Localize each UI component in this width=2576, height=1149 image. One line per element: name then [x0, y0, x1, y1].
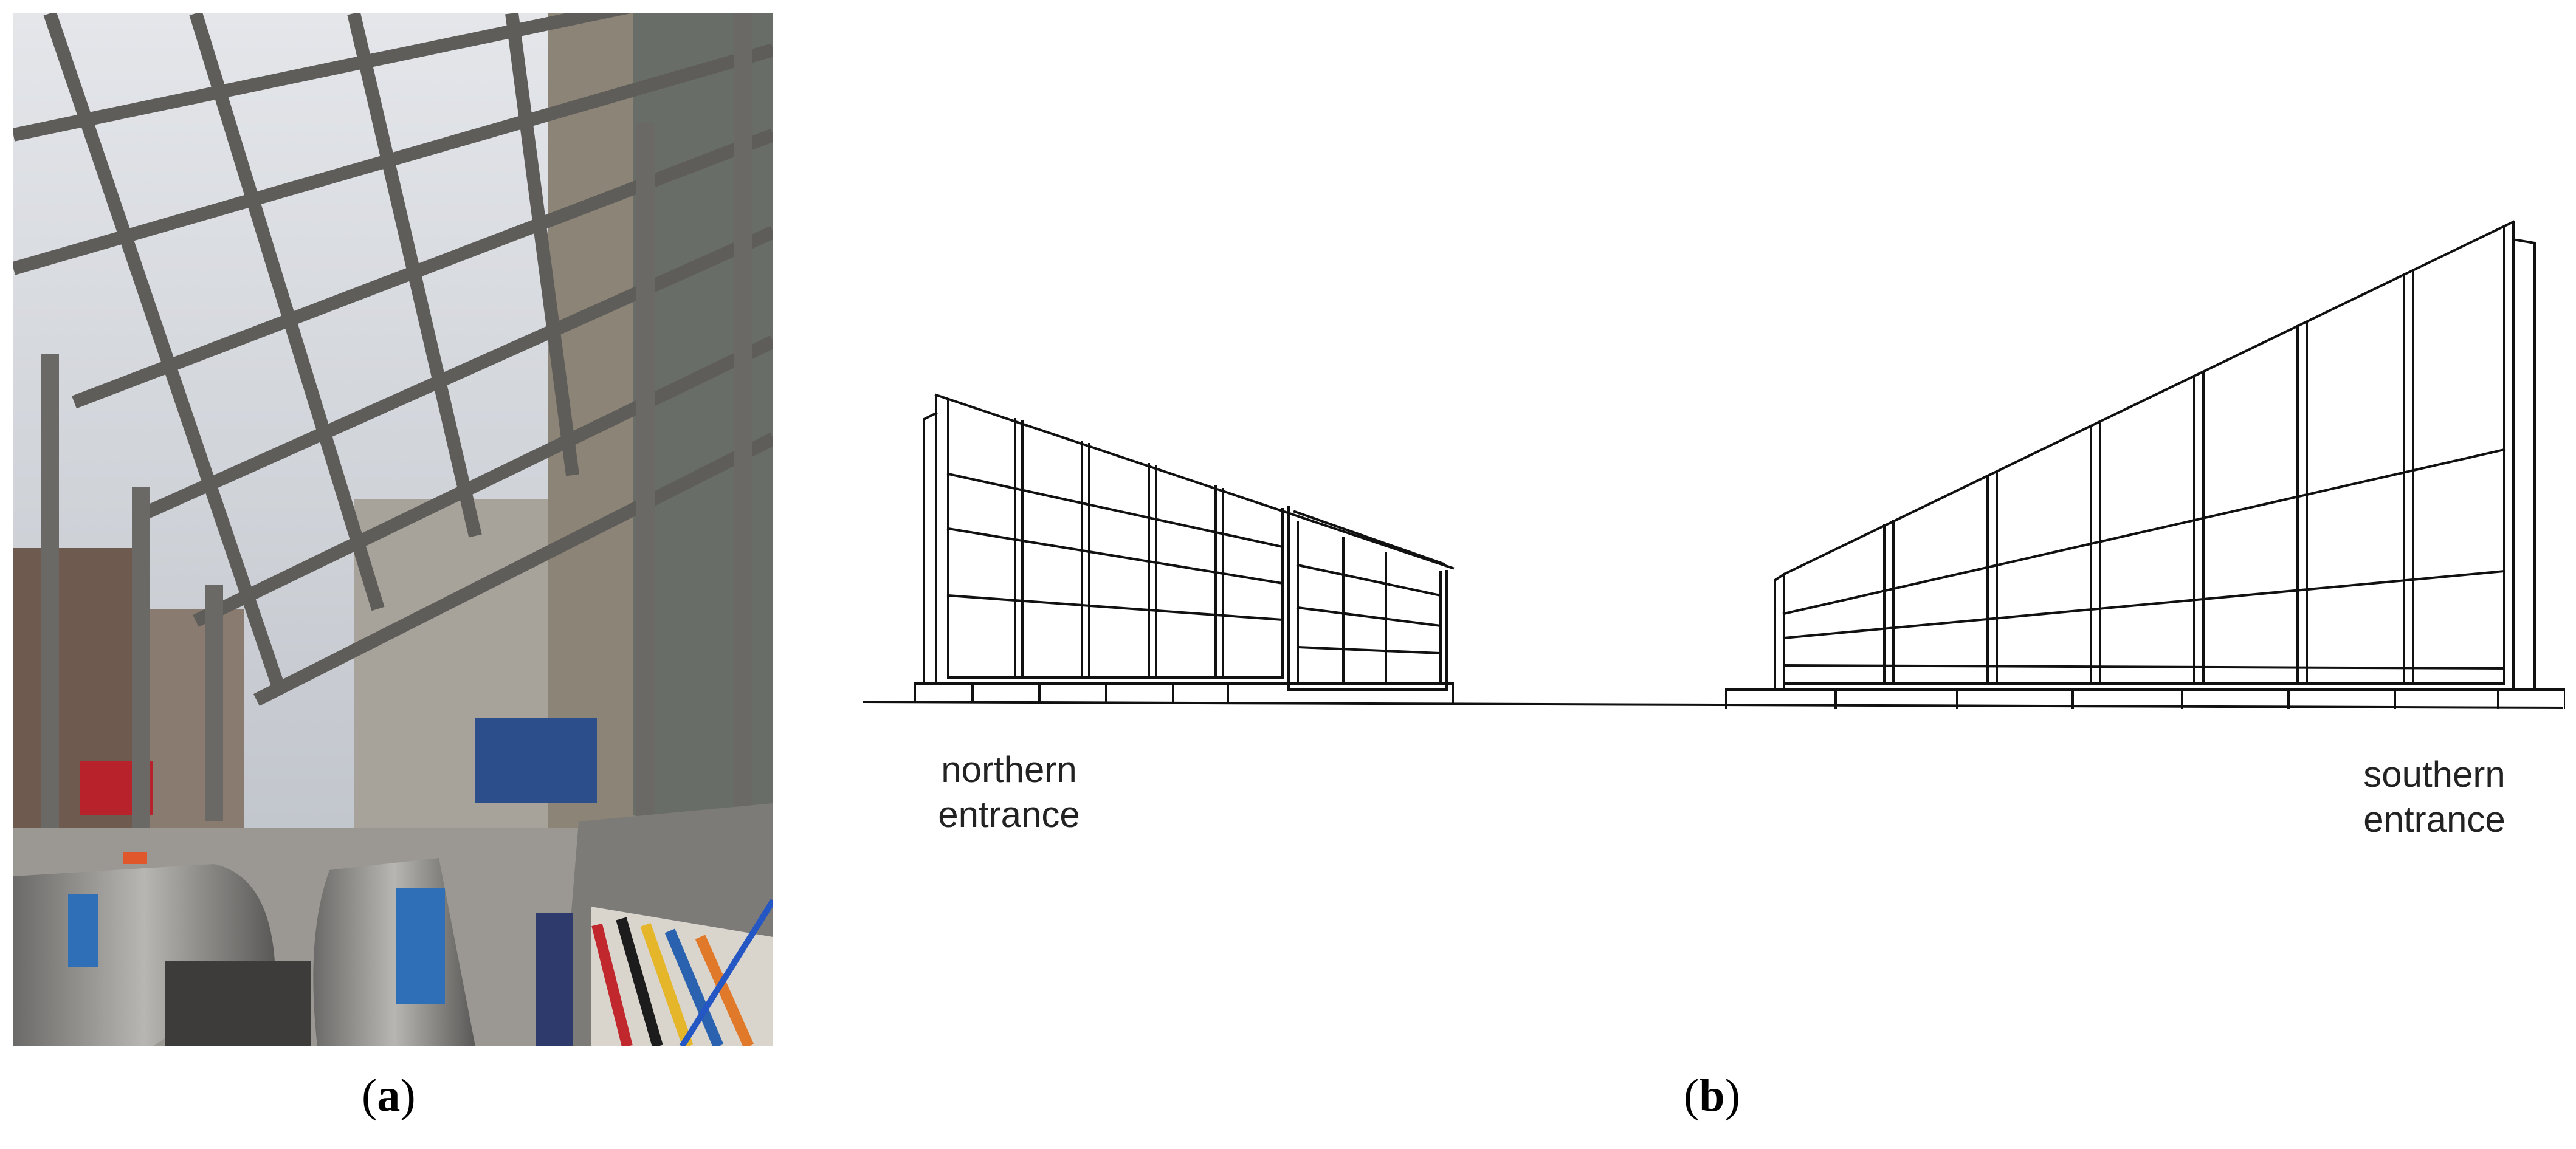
northern-entrance-structure: [914, 393, 1455, 703]
caption-open-paren: (: [1684, 1070, 1700, 1121]
panel-a-caption: (a): [362, 1069, 416, 1122]
caption-letter-b: b: [1699, 1070, 1725, 1121]
panel-b-caption: (b): [1684, 1069, 1740, 1122]
caption-close-paren: ): [400, 1070, 416, 1121]
southern-label-line2: entrance: [2363, 799, 2505, 840]
northern-label-line1: northern: [941, 749, 1077, 790]
ground-line: [863, 700, 2564, 710]
entrance-elevation-drawing: [863, 220, 2565, 710]
southern-entrance-structure: [1725, 220, 2565, 709]
northern-label-line2: entrance: [938, 794, 1080, 835]
southern-label-line1: southern: [2363, 754, 2505, 795]
caption-close-paren: ): [1724, 1070, 1740, 1121]
caption-open-paren: (: [362, 1070, 377, 1121]
station-canopy-photo: [13, 13, 773, 1046]
caption-letter-a: a: [377, 1070, 401, 1121]
